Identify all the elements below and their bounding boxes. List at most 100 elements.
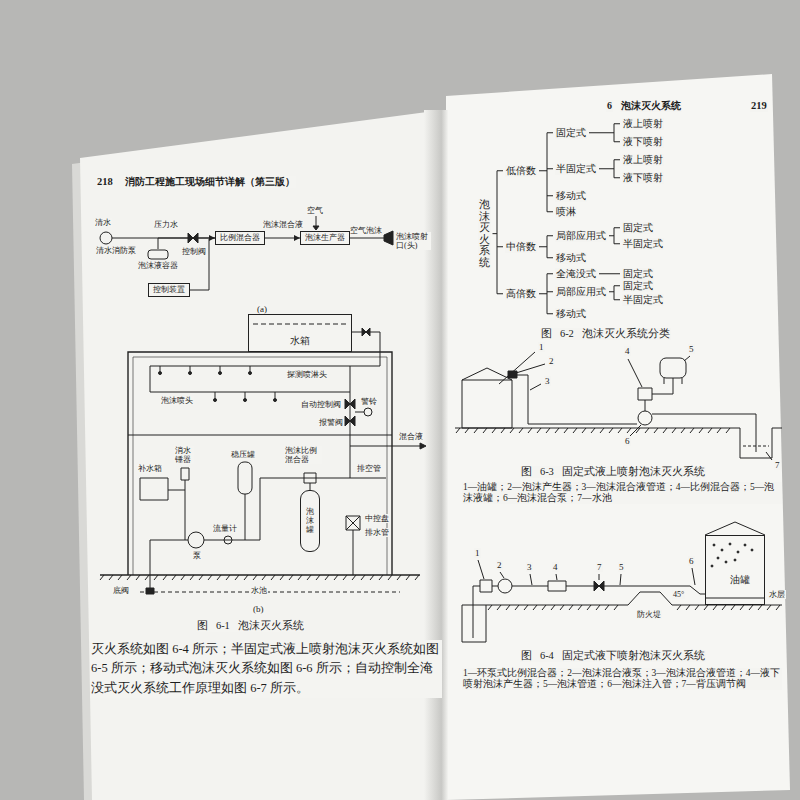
pipe-label: 泡沫混合液 bbox=[262, 220, 304, 229]
foam-feed-pipe bbox=[652, 378, 673, 394]
part-label: 45° bbox=[672, 590, 685, 599]
tree-root: 泡沫灭火系统 bbox=[478, 199, 491, 268]
mixture-pipe bbox=[517, 375, 637, 424]
container-outline bbox=[148, 250, 168, 259]
suction-pipe bbox=[150, 540, 188, 588]
floor-slab bbox=[128, 434, 392, 435]
auto-control-valve bbox=[345, 399, 355, 409]
sprinkler-dots bbox=[159, 372, 252, 375]
tree-bracket bbox=[539, 236, 553, 258]
leader-line bbox=[478, 560, 695, 585]
part-label: 混合液 bbox=[398, 432, 424, 441]
ground-hatch bbox=[456, 428, 730, 433]
proportioner-pipe bbox=[310, 483, 311, 490]
drop-pipe bbox=[150, 366, 151, 392]
figure-caption: 图 6-2 泡沫灭火系统分类 bbox=[540, 328, 671, 340]
figure-caption: 图 6-4 固定式液下喷射泡沫灭火系统 bbox=[520, 650, 706, 662]
tree-bracket bbox=[539, 133, 553, 212]
tree-item: 移动式 bbox=[555, 308, 587, 320]
callout-number: 1 bbox=[538, 342, 545, 352]
tree-bracket bbox=[599, 160, 620, 178]
hammer-pipe bbox=[185, 480, 186, 490]
part-label: 水层 bbox=[768, 590, 786, 599]
air-inlet-arrow bbox=[313, 226, 319, 230]
mixture-arrow bbox=[420, 443, 426, 449]
callout-number: 6 bbox=[624, 436, 631, 446]
supply-box bbox=[140, 478, 168, 500]
foam-pipe bbox=[150, 392, 350, 393]
part-label: 防火堤 bbox=[636, 610, 662, 619]
tree-bracket bbox=[599, 273, 620, 274]
tank-outlet-pipe bbox=[352, 332, 380, 366]
ground-line bbox=[455, 428, 782, 429]
running-header: 消防工程施工现场细节详解（第三版） bbox=[124, 176, 296, 188]
ground-hatch bbox=[488, 605, 780, 610]
part-label: 清水 bbox=[94, 218, 112, 227]
callout-number: 3 bbox=[526, 562, 533, 572]
tree-bracket bbox=[609, 228, 620, 244]
tree-bracket bbox=[493, 171, 504, 294]
proportioner bbox=[638, 388, 652, 400]
flow-meter bbox=[224, 536, 232, 544]
proportioner bbox=[304, 473, 316, 483]
figure-caption: 图 6-1 泡沫灭火系统 bbox=[196, 620, 305, 632]
supply-pipe bbox=[168, 490, 185, 540]
part-label: 泡沫喷头 bbox=[160, 396, 194, 405]
figure-tag: (a) bbox=[256, 304, 268, 314]
node-text: 水箱 bbox=[249, 335, 351, 347]
tree-item: 低倍数 bbox=[505, 165, 537, 177]
part-label: 空气 bbox=[306, 206, 324, 215]
check-valve bbox=[362, 328, 370, 336]
part-label: 排水管 bbox=[364, 528, 390, 537]
tree-item: 固定式 bbox=[622, 268, 654, 280]
legend-text: 1—环泵式比例混合器；2—泡沫混合液泵；3—泡沫混合液管道；4—液下喷射泡沫产生… bbox=[462, 668, 782, 690]
callout-number: 2 bbox=[496, 560, 503, 570]
drain-off-pipe bbox=[350, 478, 386, 479]
callout-number: 5 bbox=[688, 344, 695, 354]
air-inlet-line bbox=[316, 216, 317, 226]
discharge-pipe bbox=[204, 478, 350, 540]
tree-item: 移动式 bbox=[555, 252, 587, 264]
surge-pipe bbox=[245, 494, 246, 540]
pipe-label: 压力水 bbox=[153, 220, 179, 229]
tree-item: 移动式 bbox=[555, 190, 587, 202]
part-label: 控制阀 bbox=[181, 247, 207, 256]
tree-item: 喷淋 bbox=[555, 206, 577, 218]
hammer-arrestor bbox=[181, 468, 189, 480]
pool-water bbox=[140, 592, 400, 593]
node-outline bbox=[96, 230, 136, 246]
tree-item: 局部应用式 bbox=[555, 230, 607, 242]
part-label: 探测喷淋头 bbox=[286, 370, 328, 379]
water-layer bbox=[706, 598, 764, 599]
tree-item: 半固定式 bbox=[622, 238, 664, 250]
water-tank: 水箱 bbox=[248, 314, 352, 352]
bell-line bbox=[355, 412, 364, 413]
part-label: 中控盘 bbox=[364, 514, 390, 523]
figure-caption: 图 6-3 固定式液上喷射泡沫灭火系统 bbox=[520, 466, 706, 478]
tree-item: 固定式 bbox=[622, 280, 654, 292]
tree-item: 固定式 bbox=[622, 222, 654, 234]
tree-item: 局部应用式 bbox=[555, 286, 607, 298]
part-label: 泵 bbox=[192, 551, 202, 560]
backpressure-valve bbox=[594, 581, 604, 591]
legend-text: 1—油罐；2—泡沫产生器；3—泡沫混合液管道；4—比例混合器；5—泡沫液罐；6—… bbox=[462, 482, 782, 504]
building-wall bbox=[128, 352, 392, 575]
part-label: 水池 bbox=[250, 586, 268, 595]
node-text: 油罐 bbox=[730, 574, 764, 586]
left-page bbox=[80, 110, 442, 800]
part-label: 消水锤器 bbox=[174, 446, 194, 464]
part-label: 报警阀 bbox=[318, 418, 344, 427]
foam-heads bbox=[215, 392, 275, 398]
stand-pipe bbox=[473, 586, 480, 638]
node-text: 泡沫生产器 bbox=[305, 233, 345, 243]
sprinkler-pipe bbox=[150, 366, 380, 367]
tree-item: 中倍数 bbox=[505, 241, 537, 253]
tree-item: 液上喷射 bbox=[622, 118, 664, 130]
part-label: 泡沫喷射口(头) bbox=[395, 232, 431, 250]
alarm-valve bbox=[345, 416, 355, 426]
pump-symbol: 清水消防泵 bbox=[96, 230, 136, 255]
ring-mixer bbox=[480, 580, 492, 592]
figure-tag: (b) bbox=[252, 604, 265, 614]
drain-pipe bbox=[353, 530, 354, 575]
